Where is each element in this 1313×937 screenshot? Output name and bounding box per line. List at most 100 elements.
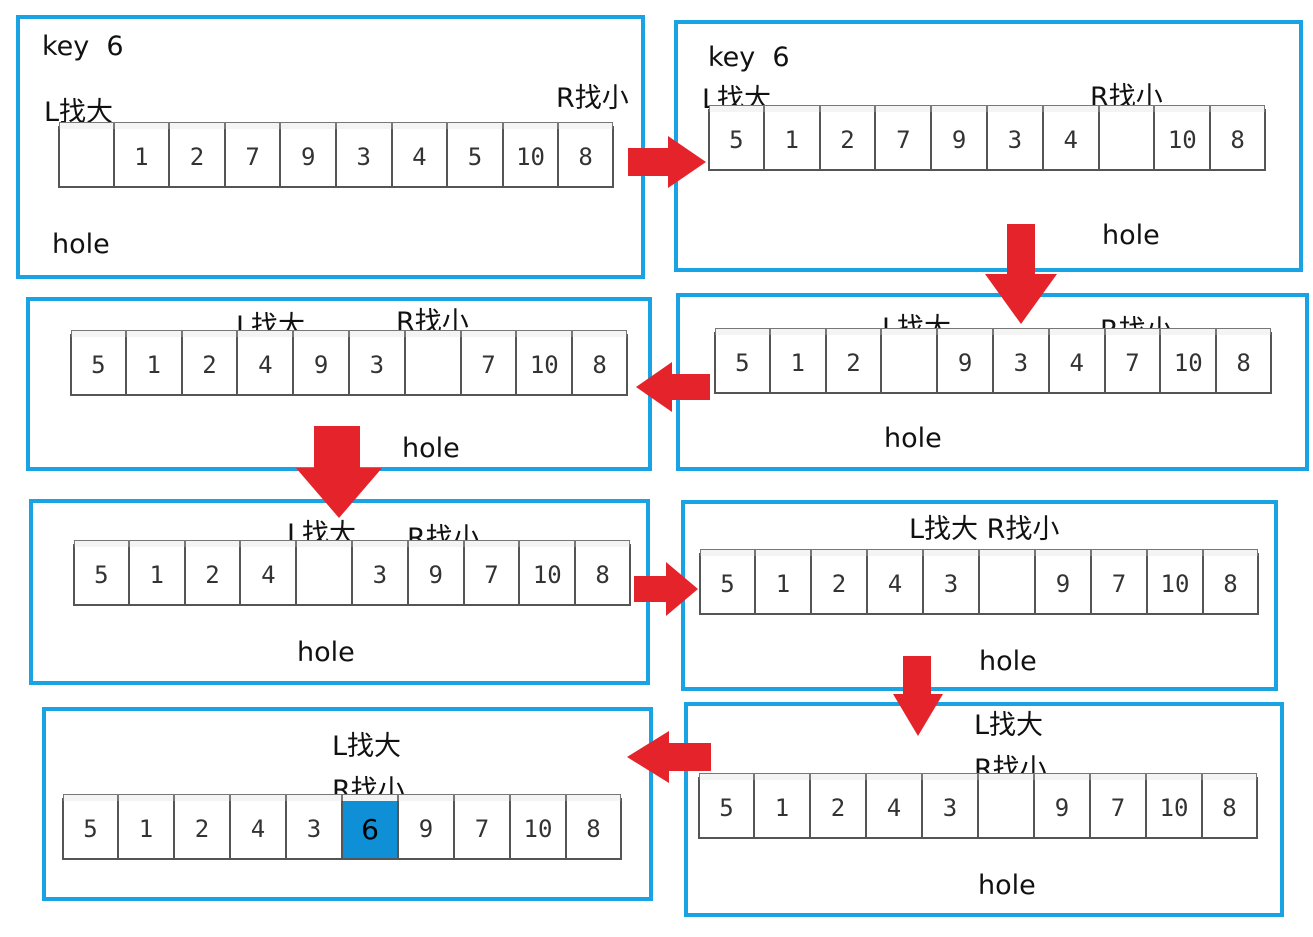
arrow-shape [893,656,943,736]
hole-label: hole [1102,220,1160,251]
array-cell: 7 [1090,773,1146,839]
array-cell: 3 [335,122,392,188]
array-cell: 10 [519,540,576,606]
array-cell: 10 [1160,328,1217,394]
array-cell: 5 [447,122,503,188]
array-cell: 1 [769,328,826,394]
array-cell: 9 [280,122,336,188]
array-cell: 2 [169,122,225,188]
key-label: key 6 [708,42,790,73]
array-cell: 9 [407,540,464,606]
array-cell: 10 [1146,773,1202,839]
array-cell: 1 [118,794,174,860]
array-cell: 8 [1210,105,1266,171]
array-cell: 5 [73,540,129,606]
array-cell: 2 [181,330,238,396]
array-cell: 5 [714,328,770,394]
array-cell: 7 [460,330,517,396]
array-cell: 3 [986,105,1043,171]
array-cell: 4 [1042,105,1099,171]
array-cell-hole [1098,105,1155,171]
array-cell: 5 [708,105,764,171]
array-cell: 9 [398,794,454,860]
array-cell: 9 [937,328,993,394]
arrow-shape [985,224,1057,324]
array-cell: 1 [754,773,810,839]
array-cell: 3 [286,794,342,860]
array-cell: 8 [566,794,622,860]
array-cell: 10 [502,122,559,188]
hole-label: hole [979,646,1037,677]
hole-label: hole [978,870,1036,901]
left-pointer-label: L找大 [44,97,114,128]
arrow-left-2-icon [627,731,711,783]
array-cell: 3 [992,328,1049,394]
array-cell: 9 [931,105,987,171]
array-cell: 4 [391,122,448,188]
array-cell: 4 [1048,328,1105,394]
array-cell: 3 [351,540,408,606]
array-cell: 1 [125,330,182,396]
array-cell: 2 [825,328,882,394]
arrow-shape [628,136,706,188]
array-cell: 8 [1202,773,1258,839]
array-cell: 7 [875,105,932,171]
array-cell: 3 [348,330,405,396]
arrow-shape [636,362,710,412]
array-cell: 5 [62,794,118,860]
array-cell: 2 [174,794,230,860]
arrow-right-2-icon [634,562,698,616]
hole-label: hole [884,423,942,454]
array-cell: 8 [558,122,614,188]
array-cell: 7 [454,794,510,860]
array-cell: 8 [575,540,631,606]
array-cell: 2 [811,549,867,615]
array-cell: 4 [237,330,294,396]
array-cell: 4 [240,540,297,606]
array-cell-hole [404,330,461,396]
arrow-right-1-icon [628,136,706,188]
array-cell: 4 [867,549,923,615]
pointers-label: L找大 R找小 [909,514,1060,545]
array-cell-hole [58,122,114,188]
array-cell: 10 [1154,105,1211,171]
array-cell-hole [978,773,1034,839]
array-cell: 4 [230,794,286,860]
array-cell: 2 [810,773,866,839]
arrow-shape [627,731,711,783]
left-pointer-label: L找大 [974,710,1044,741]
array-cell: 9 [1035,549,1091,615]
array-cell: 10 [516,330,573,396]
array-cell: 1 [755,549,811,615]
array-cell: 10 [1147,549,1203,615]
array-cell: 3 [922,773,978,839]
arrow-down-1-icon [985,224,1057,324]
array-cell: 3 [923,549,979,615]
arrow-down-2-icon [296,426,382,518]
array-cell: 6 [342,794,398,860]
hole-label: hole [402,433,460,464]
arrow-shape [296,426,382,518]
array-cell-hole [979,549,1035,615]
array-cell: 5 [699,549,755,615]
array-cell: 1 [763,105,820,171]
array-cell-hole [881,328,938,394]
left-pointer-label: L找大 [332,731,402,762]
arrow-left-1-icon [636,362,710,412]
array-cell: 7 [463,540,520,606]
arrow-down-3-icon [893,656,943,736]
array-cell: 5 [70,330,126,396]
hole-label: hole [297,637,355,668]
array-cell: 8 [1203,549,1259,615]
arrow-shape [634,562,698,616]
